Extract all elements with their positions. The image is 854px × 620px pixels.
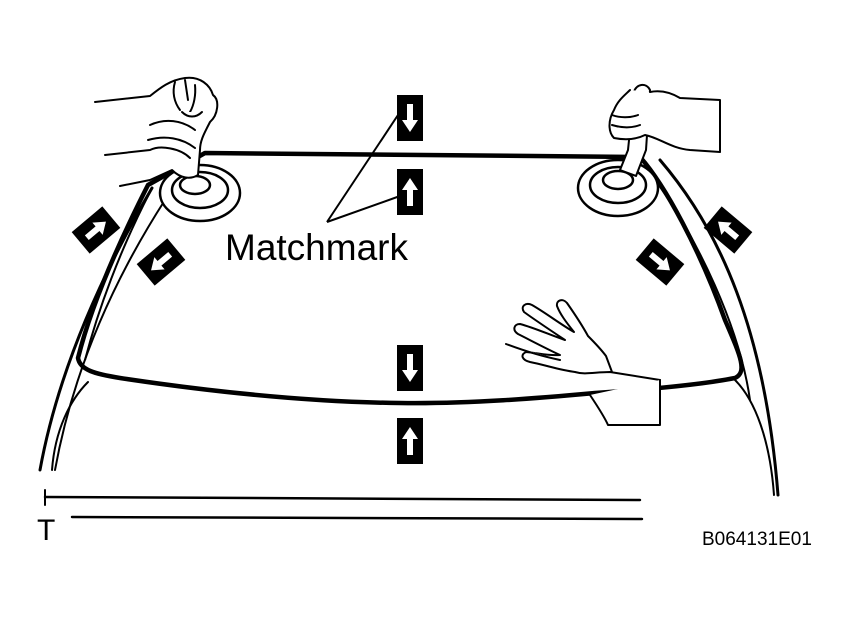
left-a-pillar (38, 186, 154, 472)
suction-cup-right (576, 158, 660, 218)
matchmark-leader-lines (326, 111, 401, 223)
figure-code: B064131E01 (702, 529, 812, 550)
hood-line-right (734, 379, 775, 496)
hood-edge-upper (43, 495, 642, 502)
suction-cup-left (158, 163, 242, 223)
right-hand (608, 84, 721, 177)
right-inner-matchmark-right (635, 238, 685, 286)
bottom-matchmark-down (397, 345, 423, 391)
matchmark-label: Matchmark (225, 227, 408, 268)
bottom-matchmark-up (397, 418, 423, 464)
windshield-glass (75, 150, 744, 406)
hood-line-left (51, 381, 89, 471)
left-outer-matchmark-right (71, 206, 121, 254)
left-inner-matchmark-left (136, 238, 186, 286)
hood-edge-lower (70, 515, 644, 521)
edge-mark: T (37, 514, 55, 547)
right-a-pillar (658, 158, 780, 497)
left-a-pillar-inner (54, 199, 166, 471)
pressing-hand (505, 299, 661, 426)
right-outer-matchmark-left (703, 206, 753, 254)
top-matchmark-up (397, 169, 423, 215)
left-hands (94, 76, 219, 187)
top-matchmark-down (397, 95, 423, 141)
